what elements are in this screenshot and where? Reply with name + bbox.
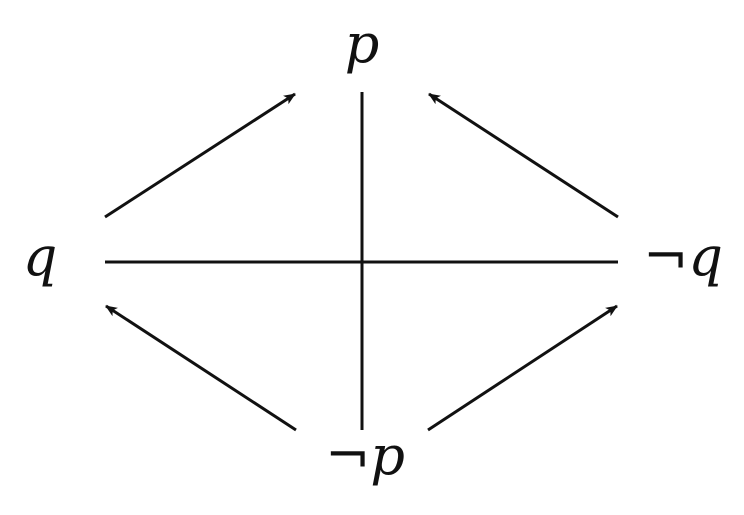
node-not-p: ¬p xyxy=(325,424,405,487)
node-q: q xyxy=(23,225,58,288)
arrow-notp-to-notq xyxy=(427,304,618,432)
node-not-q: ¬q xyxy=(643,225,723,288)
arrow-notq-to-p xyxy=(428,92,619,219)
arrow-q-to-p xyxy=(104,92,296,219)
node-p: p xyxy=(345,12,380,75)
arrow-notp-to-q xyxy=(105,304,297,432)
